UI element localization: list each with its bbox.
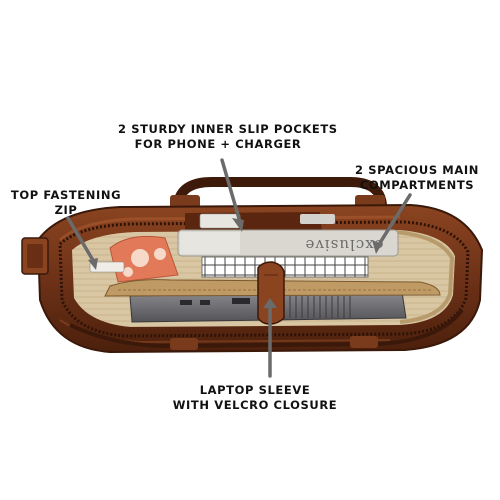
arrow-zip (66, 216, 96, 264)
zip-track (58, 220, 470, 338)
callout-top-zip-line2: zip (54, 203, 78, 217)
callout-inner-pockets-line2: for phone + charger (134, 137, 302, 151)
notebook: exclusive (177, 229, 399, 257)
velcro-strap (257, 261, 285, 325)
callout-laptop-sleeve-line2: with velcro closure (172, 398, 338, 412)
arrowhead-pockets (232, 218, 244, 232)
patterned-pouch (89, 235, 179, 283)
callout-main-compartments: 2 spacious main compartments (352, 163, 482, 193)
plaid-notebook (201, 256, 369, 278)
arrowhead-compartments (372, 240, 382, 254)
callout-laptop-sleeve-line1: Laptop sleeve (199, 383, 311, 397)
callout-top-zip: Top fastening zip (6, 188, 126, 218)
callout-main-compartments-line2: compartments (359, 178, 475, 192)
arrow-compartments (376, 193, 412, 248)
callout-main-compartments-line1: 2 spacious main (355, 163, 479, 177)
arrowhead-zip (88, 258, 98, 270)
callout-inner-pockets: 2 sturdy inner slip pockets for phone + … (118, 122, 338, 152)
callout-arrows (66, 158, 412, 378)
callout-inner-pockets-line1: 2 sturdy inner slip pockets (118, 122, 338, 136)
arrowhead-sleeve (263, 298, 277, 308)
callout-top-zip-line1: Top fastening (10, 188, 122, 202)
zip-tab (21, 237, 49, 275)
arrow-pockets (220, 158, 242, 224)
inner-slip-pockets (185, 212, 335, 234)
callout-laptop-sleeve: Laptop sleeve with velcro closure (160, 383, 350, 413)
notebook-label: exclusive (304, 236, 383, 254)
